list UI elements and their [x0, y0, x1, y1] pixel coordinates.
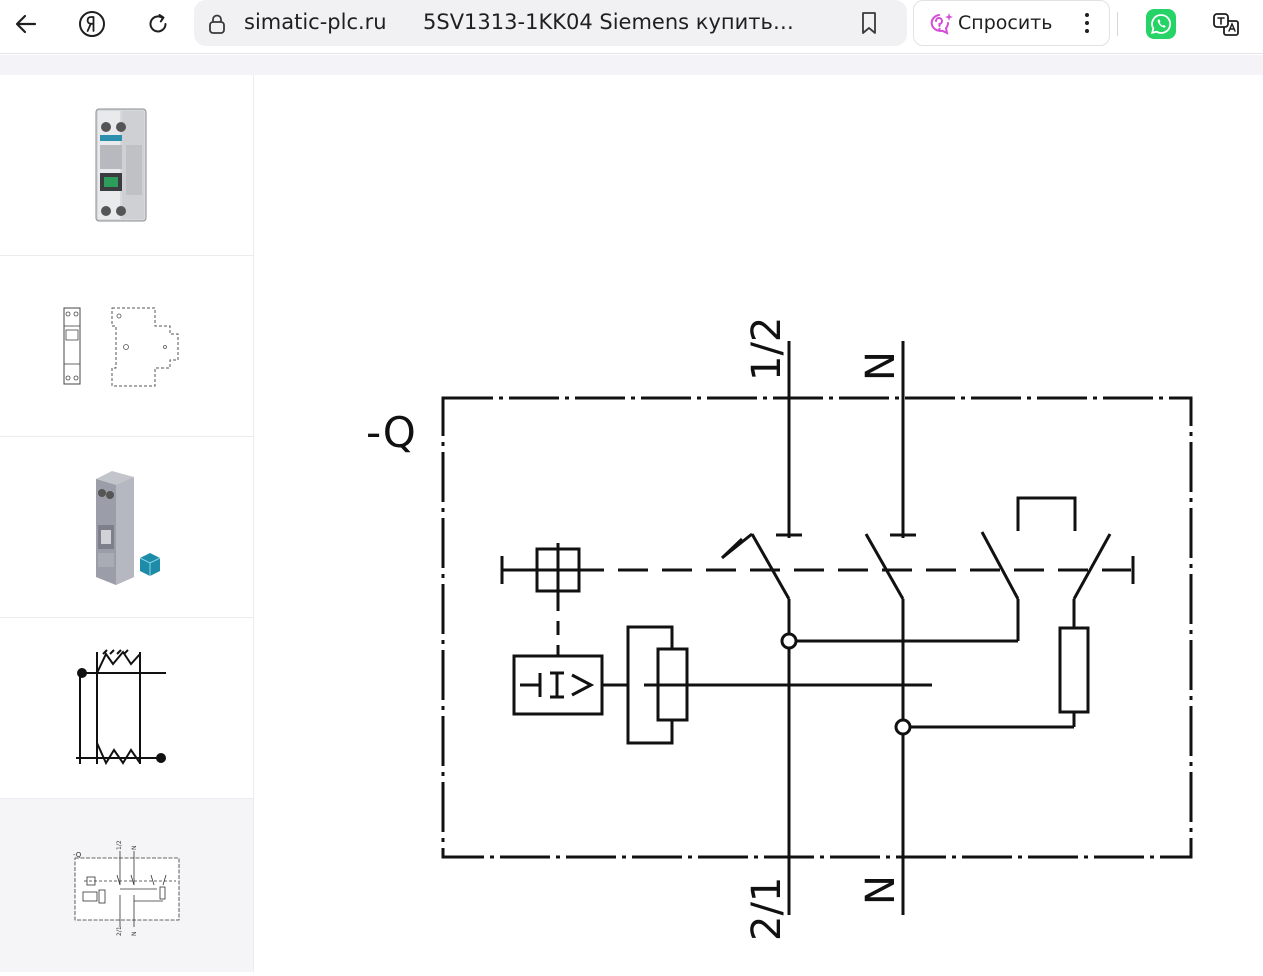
whatsapp-icon [1146, 9, 1176, 39]
address-page-title: 5SV1313-1KK04 Siemens купить… [423, 10, 794, 34]
back-button[interactable] [6, 4, 46, 44]
circuit-diagram-thumbnail-image: -Q 1/2 N 2/1 N [73, 840, 180, 937]
trip-indicator-flag [720, 532, 753, 560]
reload-button[interactable] [138, 4, 178, 44]
thumbnail-gallery: -Q 1/2 N 2/1 N [0, 75, 254, 972]
reload-icon [149, 14, 167, 33]
phase-junction [780, 632, 798, 650]
rcbo-circuit-diagram: -Q 1/2 N 2/1 N [366, 317, 1193, 941]
address-domain: simatic-plc.ru [244, 10, 387, 34]
svg-text:1/2: 1/2 [116, 840, 123, 850]
ai-chat-icon [930, 13, 953, 35]
yandex-button[interactable] [72, 4, 112, 44]
yandex-logo-icon [79, 11, 105, 37]
image-viewer: -Q 1/2 N 2/1 N [254, 75, 1263, 972]
neutral-switch-blade [864, 533, 905, 600]
thumbnail-product-front[interactable] [0, 75, 253, 256]
breaker-front-image [95, 108, 147, 222]
bookmark-icon[interactable] [858, 10, 880, 36]
diagram-lines [441, 341, 1193, 915]
thumbnail-dimension-drawing[interactable] [0, 256, 253, 437]
dimension-drawing-image [63, 307, 179, 387]
lock-icon [209, 14, 225, 34]
svg-text:2/1: 2/1 [116, 926, 123, 936]
terminal-label-bottom-right: N [858, 875, 904, 905]
test-button-bracket [1016, 496, 1077, 531]
svg-text:N: N [131, 846, 138, 851]
ask-button[interactable]: Спросить [913, 0, 1110, 46]
transformer-lead [602, 625, 674, 745]
ask-button-label: Спросить [958, 12, 1053, 34]
terminal-label-top-left: 1/2 [744, 317, 790, 381]
characteristic-curve-image [76, 649, 166, 766]
phase-switch-blade [750, 533, 791, 600]
terminal-label-top-right: N [858, 351, 904, 381]
neutral-junction [894, 718, 912, 736]
back-arrow-icon [15, 14, 37, 34]
more-vertical-icon[interactable] [1076, 9, 1098, 37]
whatsapp-button[interactable] [1141, 4, 1181, 44]
thumbnail-circuit-diagram[interactable]: -Q 1/2 N 2/1 N [0, 799, 253, 972]
translate-button[interactable] [1206, 4, 1246, 44]
test-switch-blade [980, 531, 1020, 600]
svg-text:-Q: -Q [73, 851, 82, 859]
test-resistor [1058, 626, 1090, 714]
device-enclosure [441, 396, 1193, 859]
thumbnail-3d-model[interactable] [0, 437, 253, 618]
device-label: -Q [366, 408, 416, 457]
detector-symbol [520, 671, 595, 699]
breaker-3d-image [96, 471, 161, 585]
toolbar-separator [1117, 12, 1118, 36]
translate-icon [1213, 13, 1239, 36]
test-switch-blade-right [1072, 533, 1112, 600]
browser-toolbar: simatic-plc.ru 5SV1313-1KK04 Siemens куп… [0, 0, 1263, 54]
svg-text:N: N [131, 932, 138, 937]
terminal-label-bottom-left: 2/1 [744, 877, 790, 941]
thumbnail-characteristic-curve[interactable] [0, 618, 253, 799]
address-bar[interactable]: simatic-plc.ru 5SV1313-1KK04 Siemens куп… [194, 0, 907, 46]
page-top-strip [0, 55, 1263, 75]
